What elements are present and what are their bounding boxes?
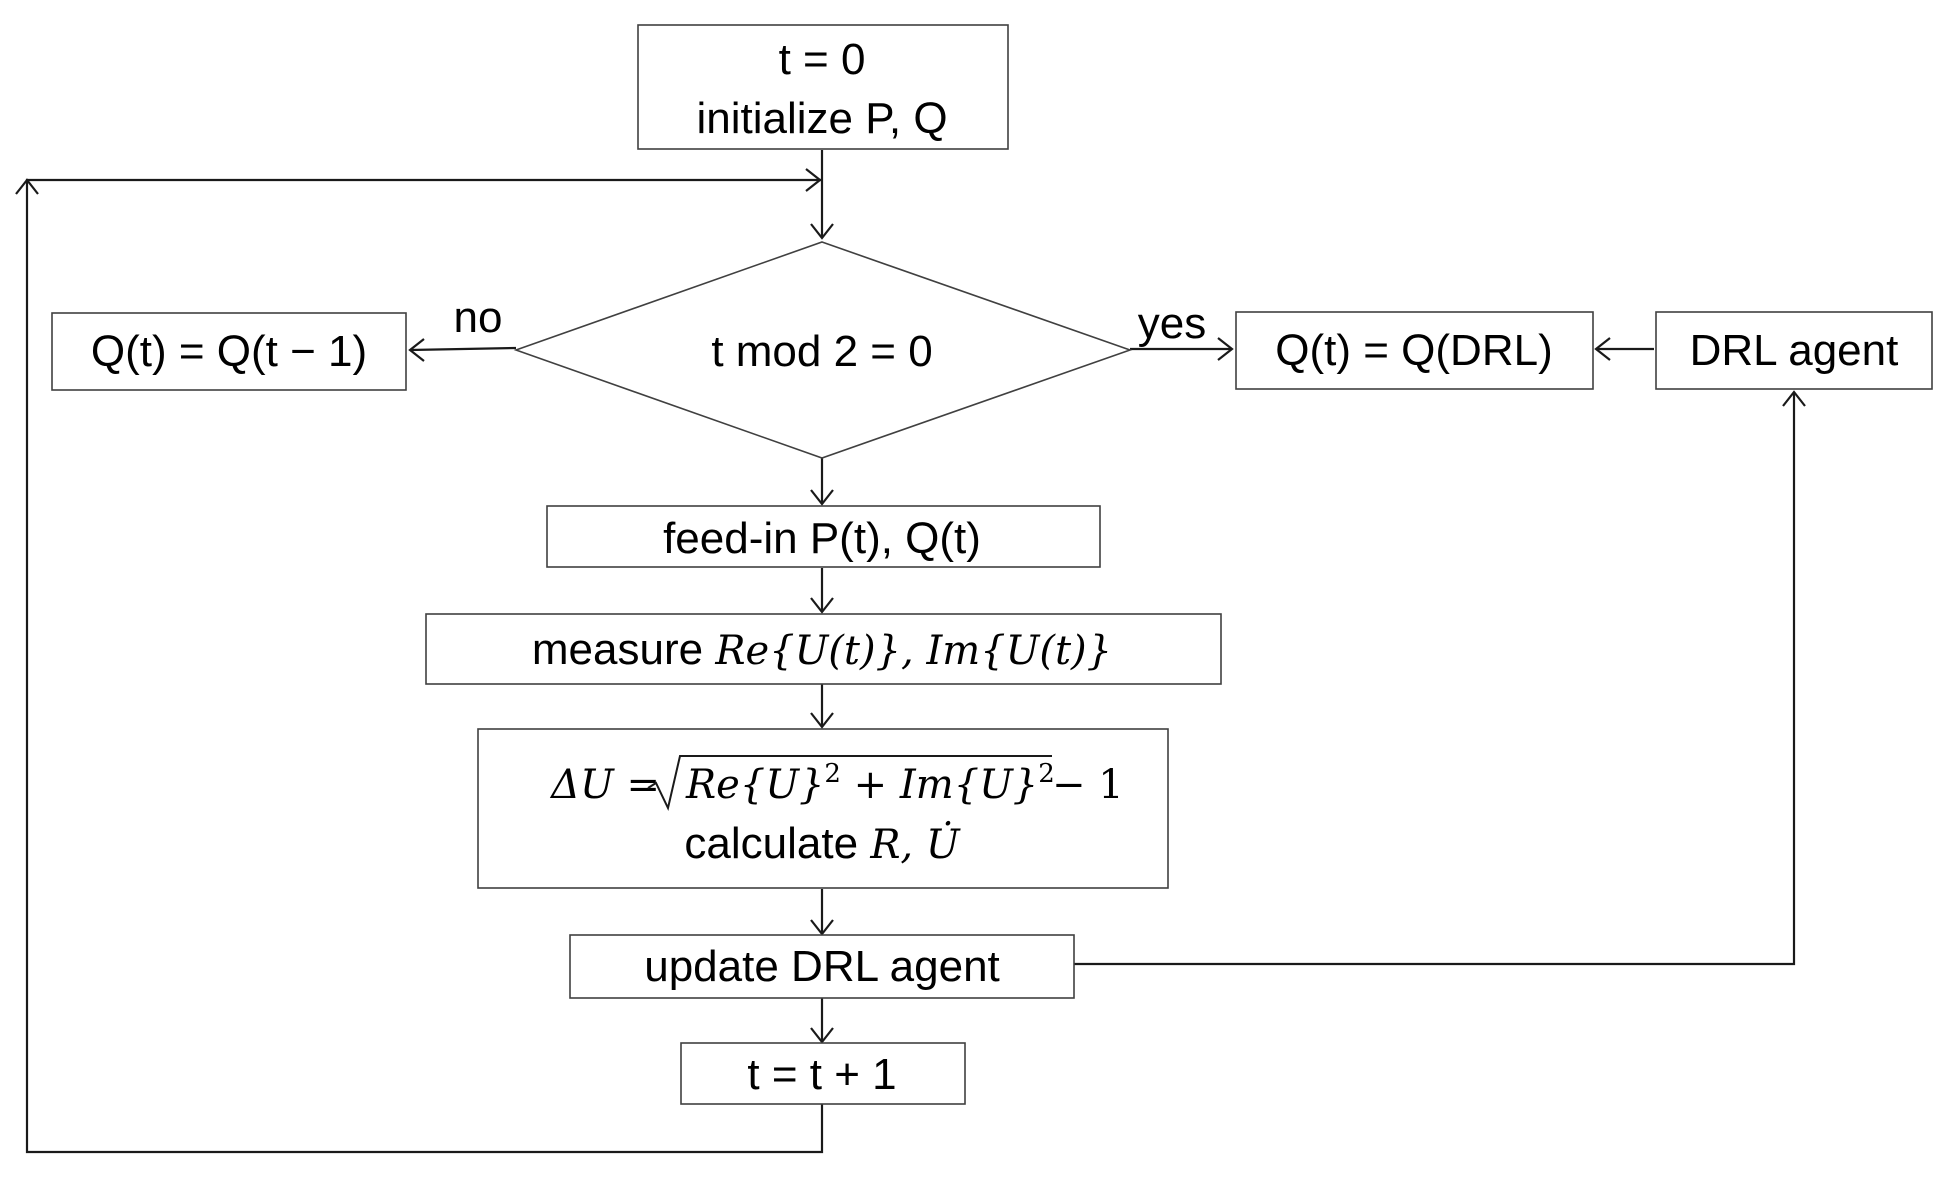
delta-u-symbol: ΔU <box>549 762 615 808</box>
delta-u-lhs: ΔU = <box>549 762 660 808</box>
drl-agent-box <box>1655 311 1933 390</box>
arrowhead-yes <box>1217 337 1234 361</box>
arrowhead-increment <box>810 1027 834 1044</box>
increment-node: t = t + 1 <box>680 1042 966 1105</box>
arrowhead-decision-top <box>810 223 834 240</box>
connectors <box>15 150 1806 1154</box>
arrowhead-agent <box>1594 337 1611 361</box>
radicand-exp-1: 2 <box>824 759 841 789</box>
edge-label-yes: yes <box>1138 299 1206 348</box>
feed-in-box <box>546 505 1101 568</box>
q-drl-node: Q(t) = Q(DRL) <box>1235 311 1594 390</box>
calc-node: ΔU = Re{U}2 + Im{U}2 − 1 calculate R, U̇ <box>477 728 1169 889</box>
arrowhead-calc <box>810 712 834 729</box>
feed-in-node: feed-in P(t), Q(t) <box>546 505 1101 568</box>
increment-label: t = t + 1 <box>747 1050 896 1099</box>
init-line2: initialize P, Q <box>696 94 947 143</box>
calculate-prefix: calculate <box>684 819 870 868</box>
decision-node: t mod 2 = 0 <box>513 241 1133 459</box>
update-box <box>569 934 1075 999</box>
q-prev-node: Q(t) = Q(t − 1) <box>51 312 407 391</box>
delta-u-minus-one: − 1 <box>1052 762 1124 808</box>
delta-u-radicand: Re{U}2 + Im{U}2 <box>685 759 1055 808</box>
q-drl-box <box>1235 311 1594 390</box>
q-prev-label: Q(t) = Q(t − 1) <box>91 327 367 376</box>
edge-loop-back <box>25 178 824 1154</box>
init-node: t = 0 initialize P, Q <box>637 24 1009 150</box>
measure-formula: Re{U(t)}, Im{U(t)} <box>714 628 1112 674</box>
radicand-im: + Im{U} <box>841 762 1038 808</box>
update-label: update DRL agent <box>644 942 1000 991</box>
decision-diamond <box>513 241 1133 459</box>
arrowhead-measure <box>810 597 834 614</box>
init-box <box>637 24 1009 150</box>
calculate-formula: R, U̇ <box>869 821 961 868</box>
update-node: update DRL agent <box>569 934 1075 999</box>
edge-label-no: no <box>454 293 503 342</box>
increment-box <box>680 1042 966 1105</box>
measure-prefix: measure <box>532 625 715 674</box>
arrowhead-no <box>408 338 425 362</box>
decision-label: t mod 2 = 0 <box>711 327 932 376</box>
arrowhead-feedin <box>810 489 834 506</box>
drl-agent-node: DRL agent <box>1655 311 1933 390</box>
calculate-text: calculate R, U̇ <box>684 819 960 868</box>
edge-update-to-agent <box>1074 392 1796 966</box>
q-drl-label: Q(t) = Q(DRL) <box>1275 326 1552 375</box>
init-line1: t = 0 <box>779 35 866 84</box>
measure-box <box>425 613 1222 685</box>
sqrt-sign <box>647 755 1052 812</box>
radicand-exp-2: 2 <box>1038 759 1055 789</box>
measure-node: measure Re{U(t)}, Im{U(t)} <box>425 613 1222 685</box>
feed-in-label: feed-in P(t), Q(t) <box>663 514 981 563</box>
arrowhead-loop-up <box>15 178 39 195</box>
edge-decision-no <box>409 346 517 352</box>
arrowhead-agent-up <box>1782 390 1806 407</box>
measure-text: measure Re{U(t)}, Im{U(t)} <box>532 625 1112 674</box>
q-prev-box <box>51 312 407 391</box>
drl-agent-label: DRL agent <box>1690 326 1899 375</box>
arrowhead-loop-right <box>805 168 822 192</box>
radicand-re: Re{U} <box>685 762 824 808</box>
arrowhead-update <box>810 919 834 936</box>
